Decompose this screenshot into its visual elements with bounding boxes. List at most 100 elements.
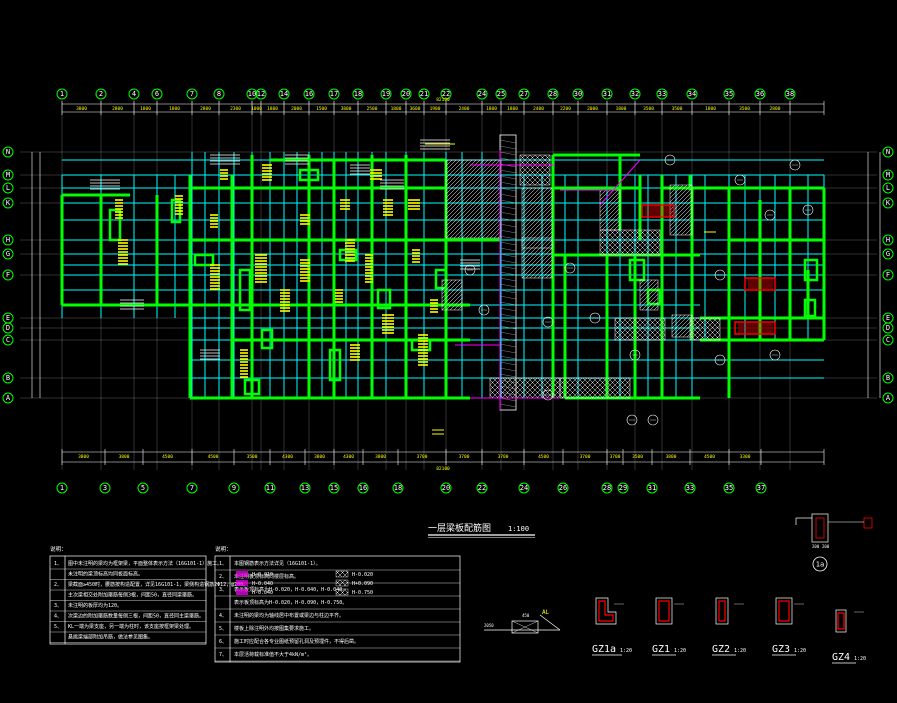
axis-label-left: N [6,148,10,156]
axis-bubble-right [882,234,894,246]
dim-bottom: 4500 [162,454,173,460]
axis-bubble-top [255,88,267,100]
axis-bubble-top [476,88,488,100]
axis-bubble-right [882,182,894,194]
axis-bubble-bottom [56,482,68,494]
axis-label-right: F [886,271,890,279]
note-right-number: 2、 [219,574,227,580]
axis-label-bottom: 1 [60,484,64,492]
dim-top: 2800 [770,106,781,112]
axis-bubble-right [882,392,894,404]
axis-label-top: 33 [658,90,666,98]
detail-name: GZ1 [652,644,670,655]
axis-label-top: 18 [354,90,362,98]
axis-bubble-top [547,88,559,100]
dim-top: 3500 [672,106,683,112]
dim-top: 1800 [705,106,716,112]
axis-label-bottom: 33 [686,484,694,492]
axis-bubble-right [882,269,894,281]
axis-label-bottom: 9 [232,484,236,492]
axis-bubble-right [882,197,894,209]
axis-label-right: A [886,394,891,402]
axis-label-bottom: 13 [301,484,309,492]
axis-label-bottom: 37 [757,484,765,492]
axis-bubble-bottom [646,482,658,494]
axis-bubble-top [400,88,412,100]
axis-label-bottom: 35 [725,484,733,492]
legend-label: H-0.040 [252,581,273,587]
axis-label-top: 31 [603,90,611,98]
axis-bubble-top [213,88,225,100]
drawing-title-block: 一层梁板配筋图 1:100 [428,522,535,538]
dim-bottom: 3700 [580,454,591,460]
dim-bottom: 3300 [740,454,751,460]
axis-bubble-left [2,146,14,158]
axis-bubble-left [2,392,14,404]
axis-bubble-top [380,88,392,100]
notes-left: 说明： 1、图中未注明的梁均为框架梁，平面整体表示方法（16G101-1）施工。… [49,545,248,645]
axis-bubble-top [440,88,452,100]
dim-top: 1800 [486,106,497,112]
dim-top: 1800 [169,106,180,112]
axis-label-bottom: 20 [442,484,450,492]
axis-bubble-bottom [617,482,629,494]
detail-name: GZ3 [772,644,790,655]
axis-label-bottom: 3 [103,484,107,492]
note-left-text: 梁截面≥450时，腰筋按构造配置，详见16G101-1，梁侧构造钢筋2Φ12，@… [68,581,248,588]
dim-top: 3800 [341,106,352,112]
axis-label-top: 30 [574,90,582,98]
axis-bubble-right [882,169,894,181]
axis-bubble-top [186,88,198,100]
dim-top: 1000 [251,106,262,112]
note-right-number: 5、 [219,626,227,632]
bracket-detail: AL 450 2050 [484,609,561,634]
axis-label-top: 16 [305,90,313,98]
axis-bubble-bottom [755,482,767,494]
section-dim-2: 200 [822,544,830,549]
bracket-dim-1: 450 [522,613,530,618]
note-right-text: 本图钢筋表示方法详见（16G101-1）。 [234,560,321,567]
bracket-label: AL [542,609,550,616]
axis-bubble-bottom [440,482,452,494]
note-right-text: 未注明板顶标高同楼层标高。 [234,573,299,580]
axis-bubble-left [2,248,14,260]
legend-label-2: H-0.020 [352,572,373,578]
dim-top: 2400 [459,106,470,112]
axis-bubble-left [2,182,14,194]
axis-label-left: C [6,336,10,344]
axis-label-top: 21 [420,90,428,98]
axis-label-bottom: 5 [141,484,145,492]
note-left-text: 图中未注明的梁均为框架梁，平面整体表示方法（16G101-1）施工。 [68,560,222,567]
axis-bubble-top [128,88,140,100]
axis-label-right: H [886,236,890,244]
axis-bubble-bottom [684,482,696,494]
detail-name: GZ4 [832,652,850,663]
axis-label-bottom: 22 [478,484,486,492]
axis-bubble-left [2,197,14,209]
notes-left-header: 说明： [50,545,67,553]
axis-label-left: G [6,250,10,258]
axis-label-top: 36 [756,90,764,98]
axis-bubble-bottom [328,482,340,494]
dim-bottom-total: 82100 [436,466,450,472]
dim-top: 1800 [267,106,278,112]
axis-bubble-top [572,88,584,100]
axis-label-right: N [886,148,890,156]
note-right-text: 楼板上除注明外均按图集要求施工。 [234,625,314,632]
axis-bubble-top [754,88,766,100]
axis-bubble-top [95,88,107,100]
bracket-dim-2: 2050 [484,623,494,628]
axis-label-left: E [6,314,10,322]
axis-label-top: 6 [155,90,159,98]
dim-bottom: 3800 [666,454,677,460]
detail-scale: 1:20 [734,648,746,654]
dim-bottom: 3800 [314,454,325,460]
axis-bubble-bottom [137,482,149,494]
note-left-number: 2、 [54,582,62,588]
axis-bubble-top [656,88,668,100]
dim-top: 1900 [430,106,441,112]
dim-top: 2500 [367,106,378,112]
